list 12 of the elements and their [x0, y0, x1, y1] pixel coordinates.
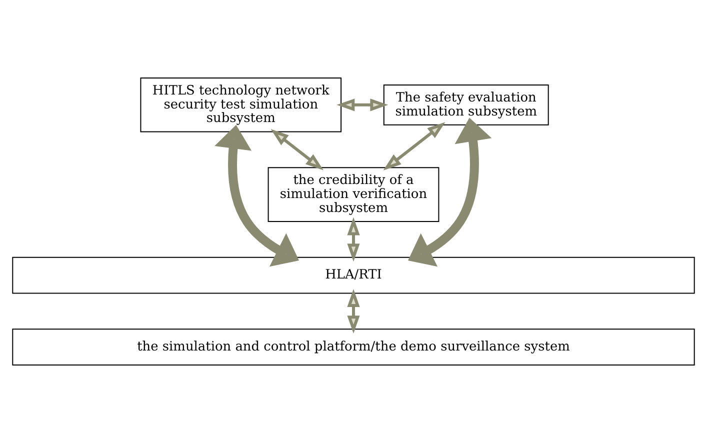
- arrow: [336, 98, 388, 112]
- arrow: [347, 217, 360, 262]
- node-box: HLA/RTI: [12, 256, 695, 294]
- node-box: the credibility of a simulation verification subsystem: [268, 167, 440, 222]
- arrow: [383, 122, 446, 170]
- arrow: [214, 124, 299, 267]
- arrow: [347, 289, 360, 334]
- arrow: [270, 129, 324, 170]
- node-box: the simulation and control platform/the demo surveillance system: [12, 328, 695, 366]
- arrow: [408, 118, 492, 267]
- node-box: The safety evaluation simulation subsystem: [383, 84, 549, 126]
- node-box: HITLS technology network security test simulation subsystem: [140, 77, 342, 132]
